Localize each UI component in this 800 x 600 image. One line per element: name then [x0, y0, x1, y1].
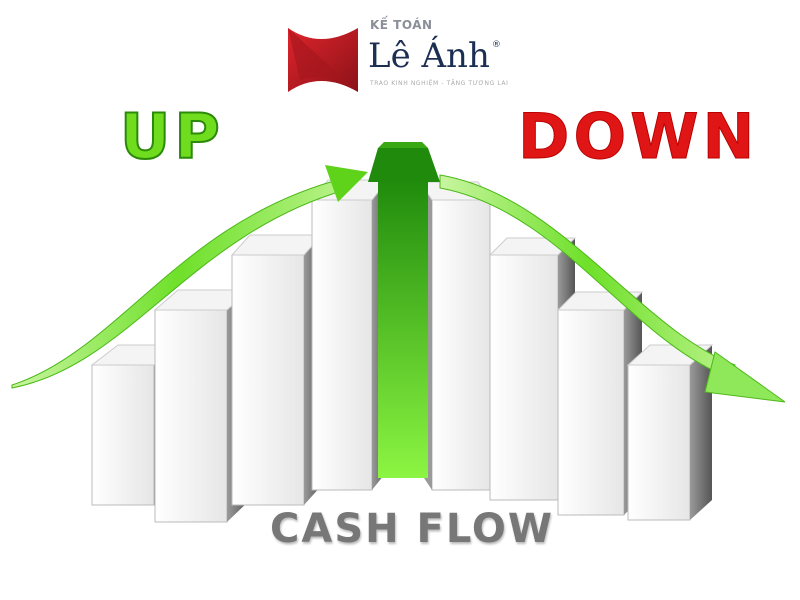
down-label: DOWN [517, 100, 759, 173]
logo-text: KẾ TOÁN Lê Ánh ® TRAO KINH NGHIỆM - TẶNG… [368, 18, 509, 88]
logo-registered-mark: ® [491, 40, 501, 50]
center-up-arrow-icon [368, 142, 440, 478]
logo-tagline: TRAO KINH NGHIỆM - TẶNG TƯƠNG LAI [370, 80, 509, 87]
logo-brand-name: Lê Ánh [368, 36, 490, 76]
bar-right-4 [626, 344, 714, 521]
bars [90, 179, 714, 523]
cash-flow-label: CASH FLOW [270, 506, 555, 552]
bar-left-4 [310, 179, 390, 491]
logo-name-row: Lê Ánh ® [368, 36, 501, 76]
up-label: UP [119, 100, 224, 173]
logo-brand-top: KẾ TOÁN [370, 18, 433, 32]
bar-left-3 [230, 234, 324, 506]
bar-right-1 [419, 181, 491, 491]
down-curve-arrow-icon [439, 174, 786, 403]
up-curve-arrow-icon [11, 165, 368, 389]
logo-mark-icon [288, 28, 358, 92]
